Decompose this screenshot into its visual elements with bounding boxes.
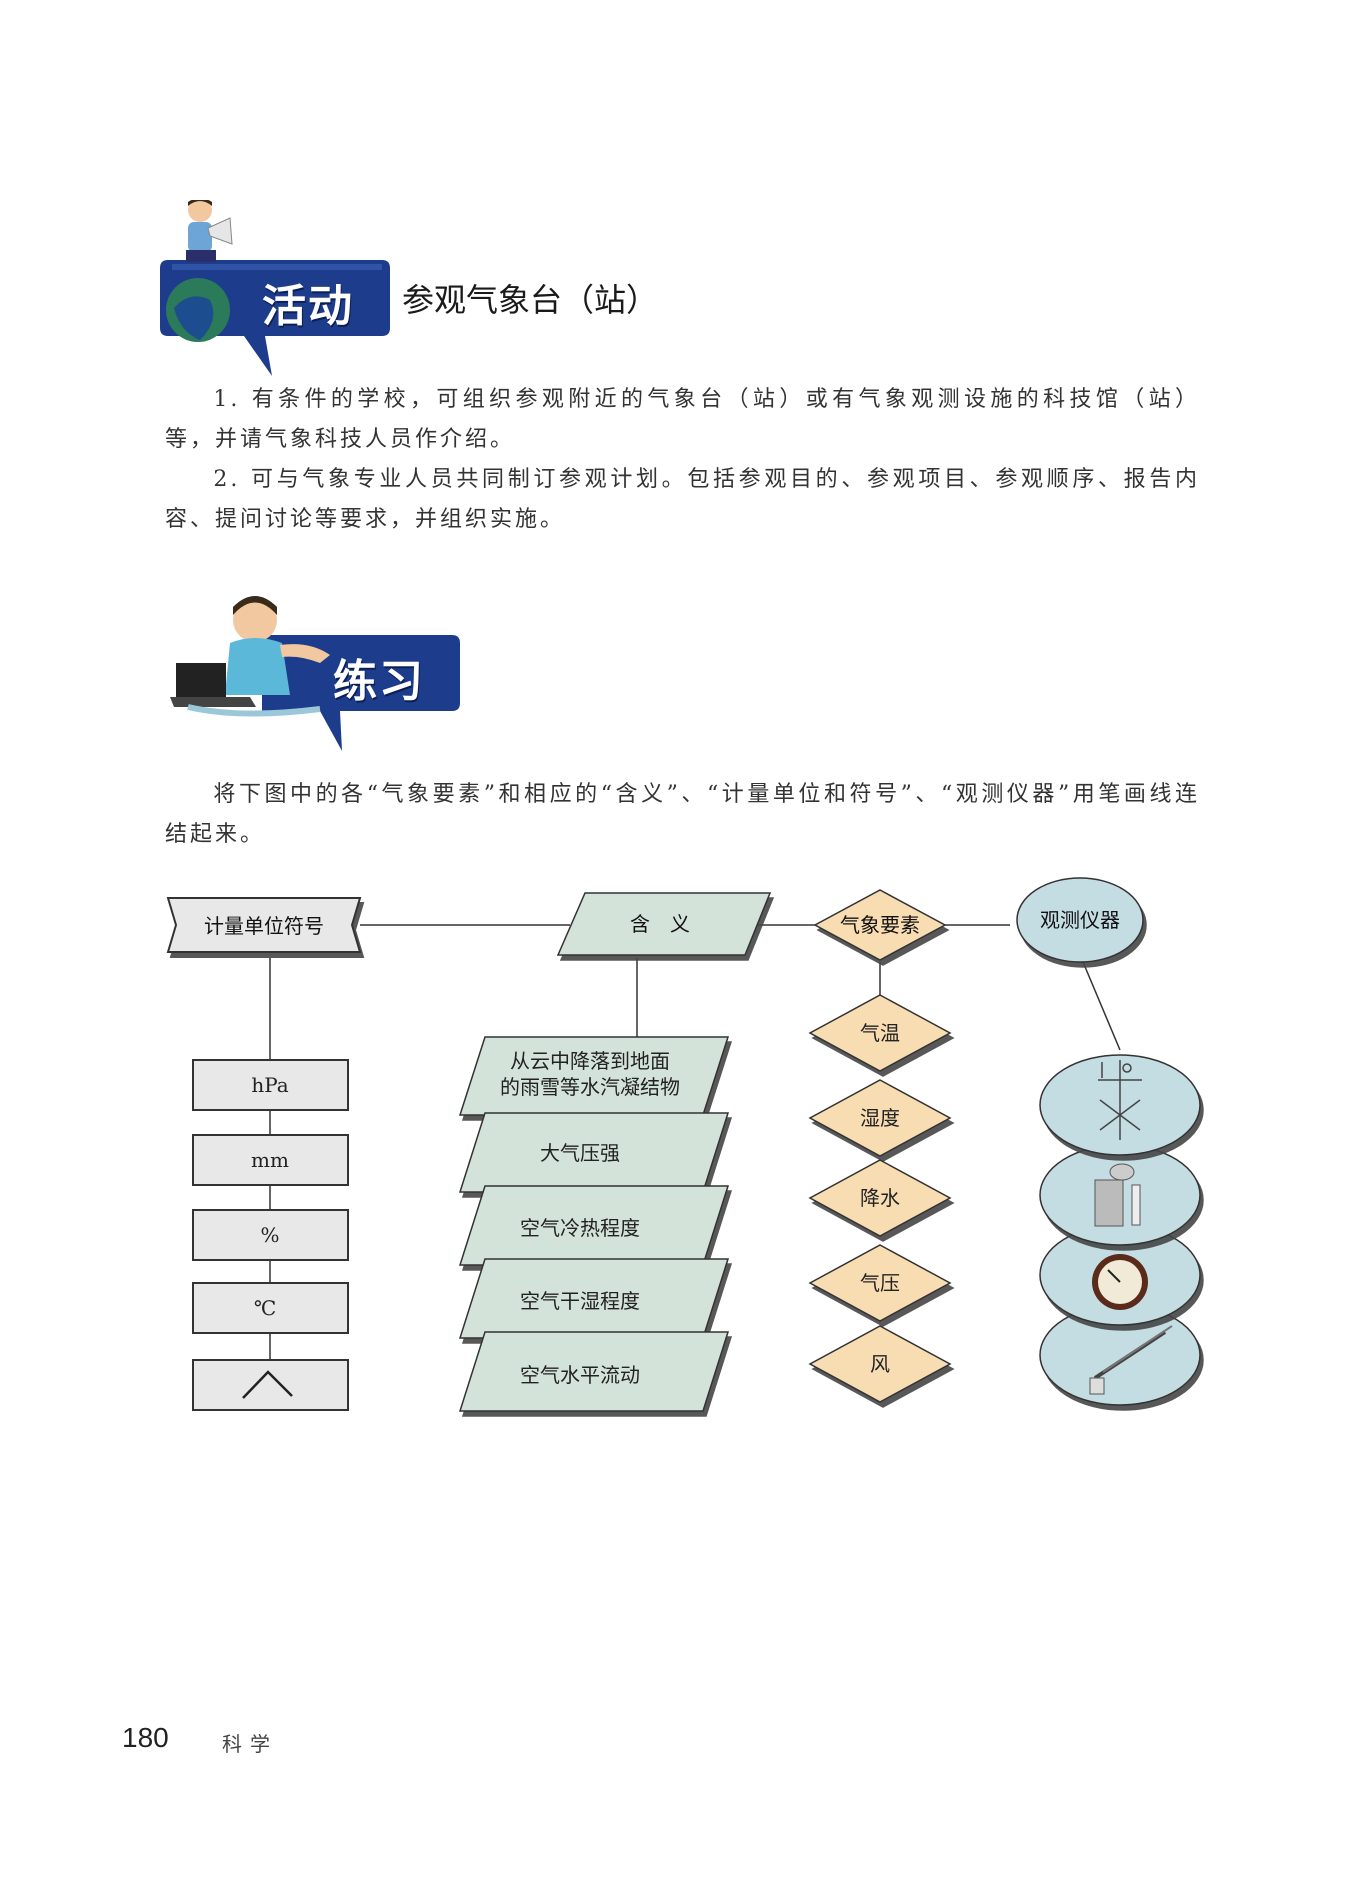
activity-banner <box>160 198 390 380</box>
laptop-icon <box>176 663 226 697</box>
exercise-banner <box>170 585 460 755</box>
svg-text:大气压强: 大气压强 <box>540 1141 620 1165</box>
svg-text:计量单位符号: 计量单位符号 <box>204 914 324 938</box>
barometer-icon <box>1092 1254 1148 1310</box>
meaning-box-temperature: 空气冷热程度 <box>458 1185 730 1266</box>
svg-text:mm: mm <box>251 1148 289 1172</box>
activity-paragraph-1: 1. 有条件的学校，可组织参观附近的气象台（站）或有气象观测设施的科技馆（站）等… <box>165 387 1200 452</box>
element-diamond-temperature: 气温 <box>808 994 952 1072</box>
svg-text:的雨雪等水汽凝结物: 的雨雪等水汽凝结物 <box>500 1075 680 1099</box>
activity-paragraph-2: 2. 可与气象专业人员共同制订参观计划。包括参观目的、参观项目、参观顺序、报告内… <box>165 467 1200 532</box>
svg-text:空气冷热程度: 空气冷热程度 <box>520 1216 640 1240</box>
thermometer-icon <box>1089 1325 1173 1395</box>
instrument-disc-rain-gauge <box>1039 1144 1201 1246</box>
page-number: 180 <box>122 1722 169 1753</box>
activity-paragraphs: 1. 有条件的学校，可组织参观附近的气象台（站）或有气象观测设施的科技馆（站）等… <box>165 380 1200 540</box>
exercise-banner-graphic <box>170 596 460 751</box>
svg-text:湿度: 湿度 <box>860 1106 900 1130</box>
meaning-box-humidity: 空气干湿程度 <box>458 1258 730 1339</box>
meaning-header: 含 义 <box>556 892 772 956</box>
activity-badge: 活动 <box>262 281 354 332</box>
svg-text:观测仪器: 观测仪器 <box>1040 908 1120 932</box>
svg-text:%: % <box>260 1223 279 1247</box>
footer-subject: 科学 <box>222 1732 278 1756</box>
svg-text:风: 风 <box>870 1352 890 1376</box>
meaning-box-wind: 空气水平流动 <box>458 1331 730 1412</box>
unit-box-hpa: hPa <box>192 1059 349 1111</box>
svg-text:hPa: hPa <box>251 1073 288 1097</box>
wind-vane-icon <box>1098 1060 1142 1140</box>
svg-text:从云中降落到地面: 从云中降落到地面 <box>510 1049 670 1073</box>
student-head-icon <box>233 598 277 642</box>
rain-gauge-icon <box>1094 1163 1141 1227</box>
meaning-box-pressure: 大气压强 <box>458 1112 730 1193</box>
svg-text:空气水平流动: 空气水平流动 <box>520 1363 640 1387</box>
connector-lines <box>269 924 1121 1360</box>
unit-box-percent: % <box>192 1209 349 1261</box>
element-diamond-humidity: 湿度 <box>808 1079 952 1157</box>
element-diamond-wind: 风 <box>808 1325 952 1403</box>
units-header: 计量单位符号 <box>166 897 362 953</box>
svg-text:℃: ℃ <box>254 1296 276 1320</box>
activity-banner-graphic <box>160 198 390 376</box>
svg-text:气象要素: 气象要素 <box>840 913 920 937</box>
instrument-disc-wind-vane <box>1039 1054 1201 1156</box>
instrument-header: 观测仪器 <box>1016 877 1144 963</box>
exercise-instruction: 将下图中的各“气象要素”和相应的“含义”、“计量单位和符号”、“观测仪器”用笔画… <box>165 782 1200 847</box>
svg-text:含 义: 含 义 <box>630 912 690 936</box>
wind-direction-symbol-icon <box>242 1370 293 1399</box>
svg-text:气压: 气压 <box>860 1271 900 1295</box>
svg-text:空气干湿程度: 空气干湿程度 <box>520 1289 640 1313</box>
svg-text:降水: 降水 <box>860 1186 900 1210</box>
instrument-disc-rain-gauge-alt <box>1039 1304 1201 1406</box>
unit-box-mm: mm <box>192 1134 349 1186</box>
svg-text:气温: 气温 <box>860 1021 900 1045</box>
exercise-badge: 练习 <box>333 656 425 707</box>
unit-box-wind-symbol <box>192 1359 349 1411</box>
megaphone-icon <box>207 217 233 245</box>
person-head-icon <box>188 198 212 222</box>
activity-heading: 参观气象台（站） <box>402 281 659 319</box>
element-diamond-precipitation: 降水 <box>808 1159 952 1237</box>
unit-box-celsius: ℃ <box>192 1282 349 1334</box>
element-diamond-pressure: 气压 <box>808 1244 952 1322</box>
meaning-box-precipitation: 从云中降落到地面 的雨雪等水汽凝结物 <box>458 1036 730 1116</box>
instrument-disc-barometer <box>1039 1224 1201 1326</box>
element-header: 气象要素 <box>813 889 947 961</box>
